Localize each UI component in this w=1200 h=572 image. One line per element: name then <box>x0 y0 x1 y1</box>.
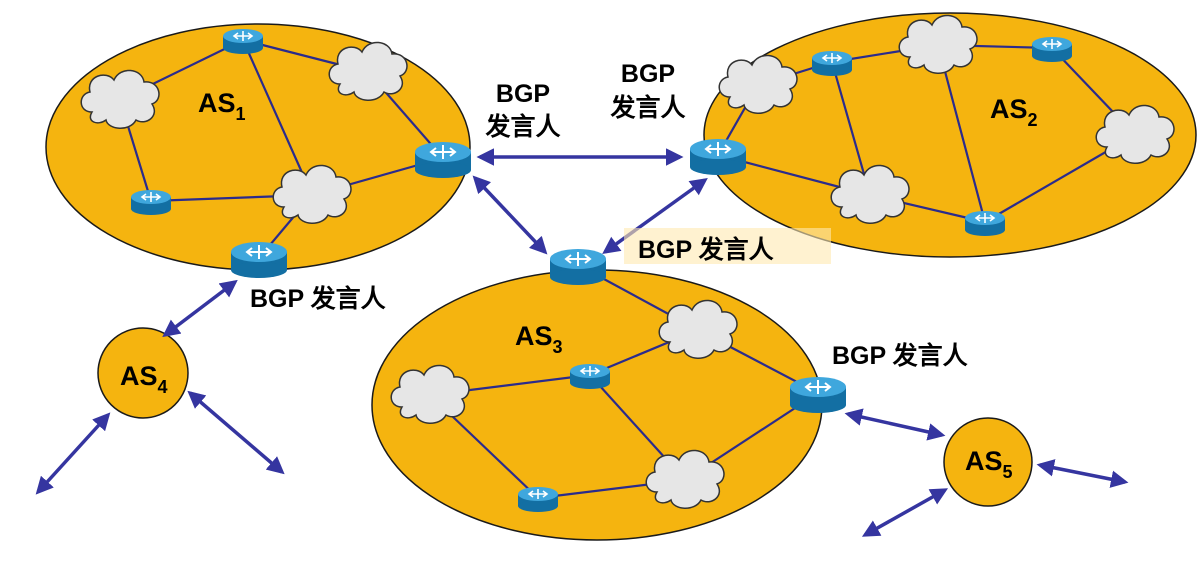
arrow-as5-out-right <box>1036 459 1129 488</box>
bgp-speaker-router-icon <box>789 376 847 414</box>
bgp-speaker-label-as3-right: BGP 发言人 <box>832 341 968 370</box>
arrow-as4-out-left <box>35 412 111 495</box>
speaker-label-highlight <box>624 228 831 264</box>
as5-region <box>943 417 1033 507</box>
bgp-speaker-router-icon <box>414 141 472 179</box>
arrow-as2-as3 <box>602 177 708 255</box>
as4-region <box>97 327 189 419</box>
arrow-as1-as4 <box>162 279 238 338</box>
router-icon <box>1031 36 1073 63</box>
arrow-as1-as3 <box>472 175 548 255</box>
bgp-sessions <box>35 148 1129 537</box>
bgp-speaker-label-as1: BGP <box>496 80 550 108</box>
as3-label: AS3 <box>515 321 563 357</box>
bgp-speaker-router-icon <box>689 138 747 176</box>
bgp-speaker-router-icon <box>549 248 607 286</box>
router-icon <box>130 189 172 216</box>
bgp-speaker-router-icon <box>230 241 288 279</box>
cloud-icon <box>328 41 408 102</box>
arrow-as4-out-right <box>187 390 285 475</box>
arrow-as5-out-left <box>861 488 949 537</box>
router-icon <box>569 363 611 390</box>
router-icon <box>517 486 559 513</box>
bgp-speaker-label-as1-bottom: BGP 发言人 <box>250 284 386 313</box>
arrow-as3-as5 <box>844 408 946 441</box>
bgp-speaker-label-as2: 发言人 <box>609 93 685 122</box>
router-icon <box>964 210 1006 237</box>
as5-label: AS5 <box>965 446 1013 482</box>
as1-label: AS1 <box>198 88 246 124</box>
router-icon <box>811 50 853 77</box>
as2-label: AS2 <box>990 94 1038 130</box>
as4-label: AS4 <box>120 361 168 397</box>
router-icon <box>222 28 264 55</box>
bgp-speaker-label-as2: BGP <box>621 60 675 88</box>
bgp-speaker-label-as3-top: BGP 发言人 <box>638 235 774 264</box>
bgp-speaker-label-as1: 发言人 <box>484 112 560 141</box>
